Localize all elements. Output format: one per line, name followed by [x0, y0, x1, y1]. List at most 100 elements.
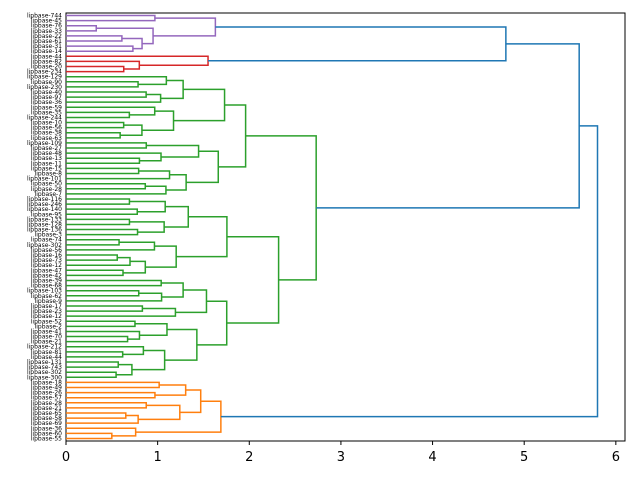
- dendrogram-link: [66, 218, 131, 226]
- leaf-label: lipbase-90: [31, 79, 62, 86]
- leaf-label: lipbase-8: [35, 171, 63, 178]
- leaf-label: lipbase-129: [27, 74, 62, 81]
- dendrogram-link: [164, 328, 198, 361]
- leaf-label: lipbase-76: [31, 23, 62, 30]
- dendrogram-link: [161, 282, 184, 298]
- leaf-label: lipbase-12: [31, 262, 62, 269]
- leaf-label: lipbase-133: [27, 216, 62, 223]
- dendrogram-link: [66, 307, 177, 317]
- leaf-label: lipbase-57: [31, 395, 62, 402]
- dendrogram-link: [123, 260, 147, 274]
- dendrogram-link: [66, 305, 144, 312]
- dendrogram-link: [66, 241, 156, 251]
- x-tick-label: 4: [428, 450, 436, 465]
- leaf-label: lipbase-58: [31, 415, 62, 422]
- leaf-label: lipbase-40: [31, 89, 62, 96]
- leaf-label: lipbase-28: [31, 186, 62, 193]
- dendrogram-link: [66, 391, 156, 399]
- leaf-label: lipbase-97: [31, 94, 62, 101]
- dendrogram-link: [135, 400, 222, 433]
- leaf-label: lipbase-44: [31, 53, 62, 60]
- dendrogram-link: [245, 135, 317, 281]
- leaf-label: lipbase-60: [31, 430, 62, 437]
- dendrogram-link: [165, 174, 187, 191]
- dendrogram-link: [66, 142, 148, 149]
- leaf-label: lipbase-61: [31, 38, 62, 45]
- dendrogram-link: [218, 104, 247, 168]
- dendrogram-link: [66, 254, 118, 261]
- leaf-label: lipbase-16: [31, 252, 62, 259]
- dendrogram-link: [66, 198, 131, 205]
- leaf-label: lipbase-743: [27, 364, 62, 371]
- leaf-label: lipbase-73: [31, 257, 62, 264]
- dendrogram-link: [66, 111, 131, 119]
- dendrogram-link: [179, 389, 202, 414]
- dendrogram-link: [173, 88, 226, 122]
- leaf-label: lipbase-65: [31, 410, 62, 417]
- leaf-label: lipbase-28: [31, 400, 62, 407]
- dendrogram-link: [164, 205, 190, 228]
- leaf-label: lipbase-212: [27, 344, 62, 351]
- dendrogram-link: [66, 414, 139, 424]
- dendrogram-link: [129, 200, 166, 213]
- dendrogram-link: [66, 320, 136, 328]
- leaf-label: lipbase-33: [31, 28, 62, 35]
- x-tick-label: 0: [62, 450, 70, 465]
- leaf-label: lipbase-109: [27, 140, 62, 147]
- leaf-label: lipbase-55: [31, 435, 62, 442]
- dendrogram-link: [66, 121, 125, 129]
- dendrogram-link: [66, 269, 124, 277]
- dendrogram-link: [66, 381, 160, 389]
- dendrogram-link: [66, 371, 117, 379]
- leaf-label: lipbase-18: [31, 379, 62, 386]
- dendrogram-link: [66, 157, 141, 165]
- dendrogram-link: [138, 404, 181, 421]
- dendrogram-link: [121, 37, 143, 50]
- dendrogram-link: [160, 79, 184, 100]
- dendrogram-link: [66, 208, 138, 216]
- leaf-label: lipbase-45: [31, 18, 62, 25]
- leaf-label: lipbase-36: [31, 99, 62, 106]
- leaf-label: lipbase-56: [31, 247, 62, 254]
- dendrogram-link: [226, 235, 280, 324]
- dendrogram-link: [153, 17, 217, 37]
- leaf-label: lipbase-26: [31, 390, 62, 397]
- dendrogram-link: [131, 349, 166, 371]
- dendrogram-link: [66, 106, 156, 116]
- dendrogram-links: [66, 14, 599, 440]
- dendrogram-link: [66, 412, 127, 419]
- x-tick-label: 6: [612, 450, 620, 465]
- dendrogram-link: [66, 60, 141, 70]
- leaf-label: lipbase-70: [31, 334, 62, 341]
- leaf-label: lipbase-44: [31, 354, 62, 361]
- dendrogram-link: [66, 24, 97, 32]
- leaf-label: lipbase-22: [31, 33, 62, 40]
- leaf-label: lipbase-300: [27, 374, 62, 381]
- leaf-label: lipbase-10: [31, 120, 62, 127]
- x-tick-label: 2: [245, 450, 253, 465]
- plot-area: [65, 12, 626, 442]
- leaf-label: lipbase-42: [31, 272, 62, 279]
- leaf-label: lipbase-39: [31, 278, 62, 285]
- dendrogram-link: [176, 216, 228, 258]
- leaf-label: lipbase-35: [31, 109, 62, 116]
- leaf-label: lipbase-7: [35, 191, 63, 198]
- dendrogram-link: [96, 27, 154, 45]
- leaf-label: lipbase-2: [35, 323, 63, 330]
- leaf-label: lipbase-744: [27, 13, 62, 20]
- dendrogram-link: [66, 289, 140, 297]
- dendrogram-link: [66, 335, 129, 343]
- dendrogram-link: [66, 292, 163, 302]
- dendrogram-link: [186, 150, 220, 184]
- dendrogram-link: [66, 228, 139, 236]
- dendrogram-link: [66, 361, 119, 368]
- leaf-label: lipbase-62: [31, 293, 62, 300]
- leaf-label: lipbase-49: [31, 385, 62, 392]
- leaf-label: lipbase-246: [27, 201, 62, 208]
- dendrogram-link: [66, 182, 147, 190]
- x-tick-label: 1: [153, 450, 161, 465]
- dendrogram-link: [208, 26, 507, 62]
- leaf-label: lipbase-41: [31, 328, 62, 335]
